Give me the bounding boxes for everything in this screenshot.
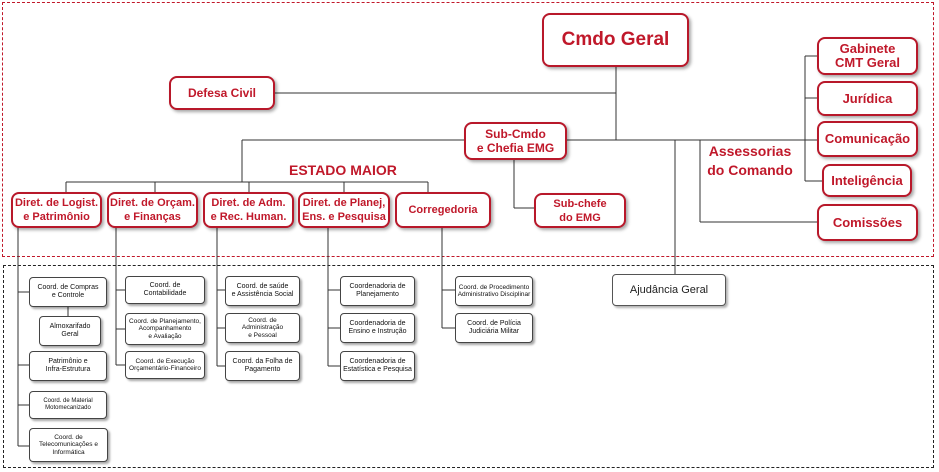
planej-ensino-box[interactable]: Coordenadoria de Ensino e Instrução — [340, 313, 415, 343]
planej-ensino-label: Coordenadoria de Ensino e Instrução — [348, 320, 407, 335]
defesa-civil-box[interactable]: Defesa Civil — [169, 76, 275, 110]
assessoria-gabinete-label: Gabinete CMT Geral — [834, 41, 900, 70]
planej-planejamento-box[interactable]: Coordenadoria de Planejamento — [340, 276, 415, 306]
diretoria-rh-box[interactable]: Diret. de Adm. e Rec. Human. — [203, 192, 294, 228]
planej-estatistica-label: Coordenadoria de Estatística e Pesquisa — [343, 358, 412, 373]
assessoria-comissoes-label: Comissões — [832, 214, 903, 230]
rh-folha-box[interactable]: Coord. da Folha de Pagamento — [225, 351, 300, 381]
logist-telecom-label: Coord. de Telecomunicações e Informática — [39, 433, 98, 456]
logist-patrimonio-box[interactable]: Patrimônio e Infra-Estrutura — [29, 351, 107, 381]
cmdo-geral-box[interactable]: Cmdo Geral — [542, 13, 689, 67]
assessoria-comunicacao-box[interactable]: Comunicação — [817, 121, 918, 157]
diretoria-planejamento-label: Diret. de Planej, Ens. e Pesquisa — [302, 197, 386, 223]
assessorias-label: Assessorias do Comando — [707, 143, 793, 178]
ajudancia-geral-box[interactable]: Ajudância Geral — [612, 274, 726, 306]
financas-contabilidade-label: Coord. de Contabilidade — [143, 282, 187, 297]
financas-execucao-label: Coord. de Execução Orçamentário-Financei… — [129, 357, 201, 373]
logist-material-box[interactable]: Coord. de Material Motomecanizado — [29, 391, 107, 419]
planej-planejamento-label: Coordenadoria de Planejamento — [349, 283, 406, 298]
assessoria-juridica-label: Jurídica — [842, 90, 893, 106]
financas-planejamento-box[interactable]: Coord. de Planejamento, Acompanhamento e… — [125, 313, 205, 345]
sub-chefe-label: Sub-chefe do EMG — [553, 197, 607, 224]
rh-administracao-box[interactable]: Coord. de Administração e Pessoal — [225, 313, 300, 343]
rh-administracao-label: Coord. de Administração e Pessoal — [241, 316, 284, 339]
assessoria-comissoes-box[interactable]: Comissões — [817, 204, 918, 241]
correg-procedimento-label: Coord. de Procedimento Administrativo Di… — [457, 283, 531, 299]
defesa-civil-label: Defesa Civil — [187, 86, 257, 100]
assessoria-juridica-box[interactable]: Jurídica — [817, 81, 918, 116]
assessoria-gabinete-box[interactable]: Gabinete CMT Geral — [817, 37, 918, 75]
diretoria-financas-box[interactable]: Diret. de Orçam. e Finanças — [107, 192, 198, 228]
assessoria-inteligencia-label: Inteligência — [831, 172, 903, 188]
financas-planejamento-label: Coord. de Planejamento, Acompanhamento e… — [129, 317, 201, 340]
rh-folha-label: Coord. da Folha de Pagamento — [232, 358, 293, 373]
assessoria-comunicacao-label: Comunicação — [824, 131, 911, 146]
logist-compras-label: Coord. de Compras e Controle — [37, 284, 99, 299]
sub-cmdo-label: Sub-Cmdo e Chefia EMG — [476, 127, 555, 155]
diretoria-planejamento-box[interactable]: Diret. de Planej, Ens. e Pesquisa — [298, 192, 390, 228]
rh-saude-box[interactable]: Coord. de saúde e Assistência Social — [225, 276, 300, 306]
diretoria-financas-label: Diret. de Orçam. e Finanças — [110, 197, 195, 223]
logist-compras-box[interactable]: Coord. de Compras e Controle — [29, 277, 107, 307]
diretoria-rh-label: Diret. de Adm. e Rec. Human. — [210, 197, 287, 223]
estado-maior-label: ESTADO MAIOR — [289, 162, 397, 178]
command-area-frame — [2, 2, 934, 257]
rh-saude-label: Coord. de saúde e Assistência Social — [231, 283, 294, 298]
correg-policia-box[interactable]: Coord. de Polícia Judiciária Militar — [455, 313, 533, 343]
units-area-frame — [3, 265, 934, 468]
diretoria-logistica-label: Diret. de Logist. e Patrimônio — [14, 197, 99, 223]
logist-almoxarifado-box[interactable]: Almoxarifado Geral — [39, 316, 101, 346]
cmdo-geral-label: Cmdo Geral — [561, 29, 670, 50]
corregedoria-label: Corregedoria — [408, 204, 478, 216]
assessoria-inteligencia-box[interactable]: Inteligência — [822, 164, 912, 197]
logist-almoxarifado-label: Almoxarifado Geral — [49, 323, 91, 338]
sub-cmdo-box[interactable]: Sub-Cmdo e Chefia EMG — [464, 122, 567, 160]
planej-estatistica-box[interactable]: Coordenadoria de Estatística e Pesquisa — [340, 351, 415, 381]
correg-policia-label: Coord. de Polícia Judiciária Militar — [467, 320, 521, 335]
financas-execucao-box[interactable]: Coord. de Execução Orçamentário-Financei… — [125, 351, 205, 379]
financas-contabilidade-box[interactable]: Coord. de Contabilidade — [125, 276, 205, 304]
corregedoria-box[interactable]: Corregedoria — [395, 192, 491, 228]
correg-procedimento-box[interactable]: Coord. de Procedimento Administrativo Di… — [455, 276, 533, 306]
diretoria-logistica-box[interactable]: Diret. de Logist. e Patrimônio — [11, 192, 102, 228]
logist-telecom-box[interactable]: Coord. de Telecomunicações e Informática — [29, 428, 108, 462]
ajudancia-geral-label: Ajudância Geral — [629, 284, 709, 296]
logist-patrimonio-label: Patrimônio e Infra-Estrutura — [45, 358, 91, 373]
logist-material-label: Coord. de Material Motomecanizado — [43, 398, 93, 411]
sub-chefe-box[interactable]: Sub-chefe do EMG — [534, 193, 626, 228]
